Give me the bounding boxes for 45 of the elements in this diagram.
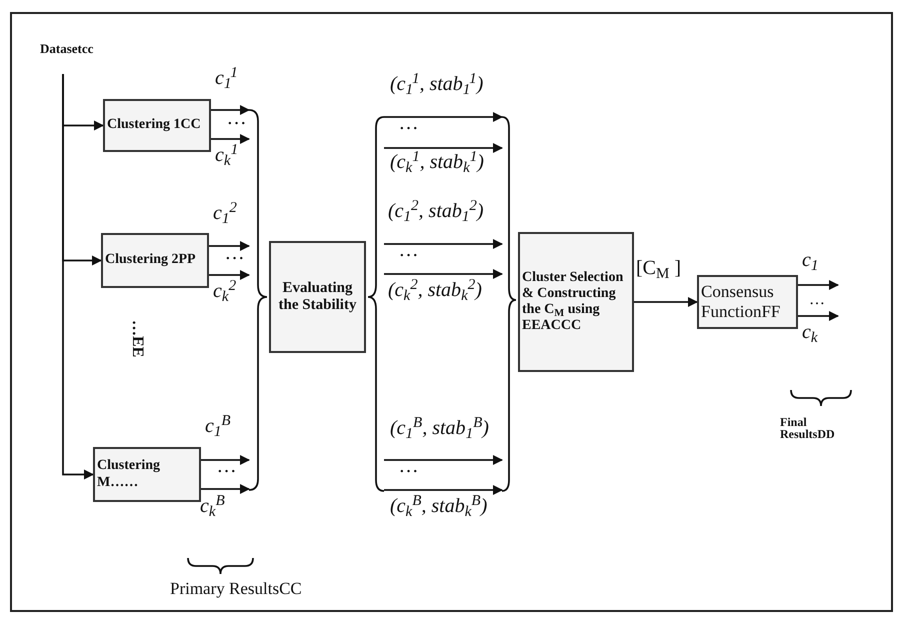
edge-label: c$_{k}$	[802, 322, 818, 342]
arrow	[384, 143, 503, 153]
arrow	[211, 105, 250, 115]
arrow	[209, 270, 250, 280]
input-label: Datasetcc	[40, 42, 110, 60]
process-box: Consensus FunctionFF	[697, 275, 798, 329]
arrow	[798, 280, 839, 290]
arrow	[384, 455, 503, 465]
ellipsis-label: …	[218, 456, 236, 476]
edge-label: (c$_{1}$$^{1}$, stab$_{1}$$^{1}$)	[390, 74, 484, 94]
arrow	[201, 455, 250, 465]
ellipsis-label: …	[226, 243, 244, 263]
edge-label: (c$_{1}$$^{2}$, stab$_{1}$$^{2}$)	[388, 201, 484, 221]
edge-label: (c$_{k}$$^{2}$, stab$_{k}$$^{2}$)	[388, 280, 482, 300]
arrow	[211, 134, 250, 144]
arrow	[634, 297, 698, 307]
ellipsis-label: …	[809, 292, 825, 308]
process-box: Clustering M……	[93, 447, 201, 502]
group-label: Primary ResultsCC	[170, 580, 302, 597]
ellipsis-label: …	[400, 240, 418, 260]
ellipsis-label: …EE	[129, 320, 145, 358]
arrow	[384, 112, 503, 122]
edge-label: (c$_{k}$$^{B}$, stab$_{k}$$^{B}$)	[390, 496, 488, 516]
process-box: Clustering 1CC	[103, 99, 211, 152]
process-box: Clustering 2PP	[101, 233, 209, 288]
edge-label: (c$_{k}$$^{1}$, stab$_{k}$$^{1}$)	[390, 152, 484, 172]
arrow	[384, 485, 503, 495]
process-box: Evaluating the Stability	[269, 241, 366, 353]
arrow	[798, 311, 839, 321]
curly-brace	[368, 116, 384, 492]
ellipsis-label: …	[228, 108, 246, 128]
edge-label: [C$_{M}$ ]	[636, 258, 682, 278]
curly-brace	[249, 109, 267, 491]
ellipsis-label: …	[400, 456, 418, 476]
arrow	[209, 241, 250, 251]
arrow	[384, 239, 503, 249]
group-label: Final ResultsDD	[780, 416, 836, 440]
process-box: Cluster Selection & Constructing the C$_{M}$ using EEACCC	[518, 232, 634, 372]
ellipsis-label: …	[400, 113, 418, 133]
edge-label: c$_{1}$	[802, 250, 818, 270]
arrow	[62, 74, 94, 480]
arrow	[201, 484, 250, 494]
curly-brace	[502, 116, 516, 492]
edge-label: (c$_{1}$$^{B}$, stab$_{1}$$^{B}$)	[390, 418, 489, 438]
arrow	[384, 269, 503, 279]
